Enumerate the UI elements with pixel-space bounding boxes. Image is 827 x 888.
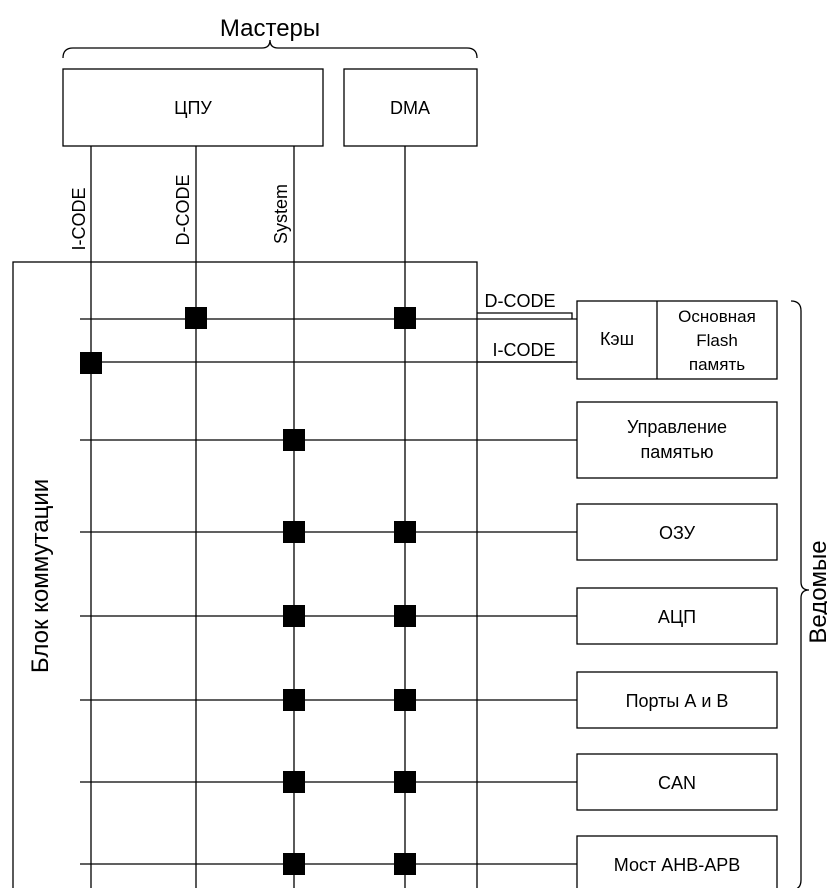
memctl-label-line1: Управление <box>627 417 727 437</box>
horizontal-lines <box>80 318 577 865</box>
dma-label: DMA <box>390 98 430 118</box>
node-system-ram <box>283 521 305 543</box>
slave-ports: Порты А и В <box>576 671 778 729</box>
dcode-bus-label: D-CODE <box>173 175 193 246</box>
node-dma-can <box>394 771 416 793</box>
node-system-ports <box>283 689 305 711</box>
slave-can: CAN <box>576 753 778 811</box>
can-label: CAN <box>658 773 696 793</box>
slave-ram: ОЗУ <box>576 503 778 561</box>
cpu-label: ЦПУ <box>174 98 212 118</box>
flash-icode-label: I-CODE <box>493 340 556 360</box>
node-system-memctl <box>283 429 305 451</box>
bus-matrix-block <box>12 261 478 888</box>
node-system-bridge <box>283 853 305 875</box>
adc-label: АЦП <box>658 607 696 627</box>
bus-matrix-label: Блок коммутации <box>27 479 54 673</box>
slaves-brace <box>790 300 810 888</box>
slave-adc: АЦП <box>576 587 778 645</box>
flash-dcode-label: D-CODE <box>485 291 556 311</box>
node-dma-flash <box>394 307 416 329</box>
slave-memory-control: Управление памятью <box>576 401 778 479</box>
ports-label: Порты А и В <box>626 691 729 711</box>
node-system-can <box>283 771 305 793</box>
node-dma-ports <box>394 689 416 711</box>
cpu-block: ЦПУ <box>62 68 324 147</box>
cache-label: Кэш <box>600 329 634 349</box>
system-bus-label: System <box>271 184 291 244</box>
node-dma-bridge <box>394 853 416 875</box>
node-system-adc <box>283 605 305 627</box>
flash-label-line3: память <box>689 355 745 374</box>
masters-label: Мастеры <box>220 15 320 42</box>
slaves-label: Ведомые <box>805 540 827 643</box>
connection-nodes <box>80 307 416 875</box>
masters-brace <box>62 39 478 59</box>
node-dcode-flash <box>185 307 207 329</box>
node-dma-adc <box>394 605 416 627</box>
flash-label-line2: Flash <box>696 331 738 350</box>
flash-connections: D-CODE I-CODE <box>477 291 573 363</box>
flash-label-line1: Основная <box>678 307 756 326</box>
memctl-label-line2: памятью <box>640 442 713 462</box>
flash-group: Кэш Основная Flash память <box>576 300 778 380</box>
node-dma-ram <box>394 521 416 543</box>
icode-bus-label: I-CODE <box>69 188 89 251</box>
node-icode-flash <box>80 352 102 374</box>
ram-label: ОЗУ <box>659 523 696 543</box>
bridge-label: Мост AHB-APB <box>614 855 740 875</box>
dma-block: DMA <box>343 68 478 147</box>
slave-bridge: Мост AHB-APB <box>576 835 778 888</box>
